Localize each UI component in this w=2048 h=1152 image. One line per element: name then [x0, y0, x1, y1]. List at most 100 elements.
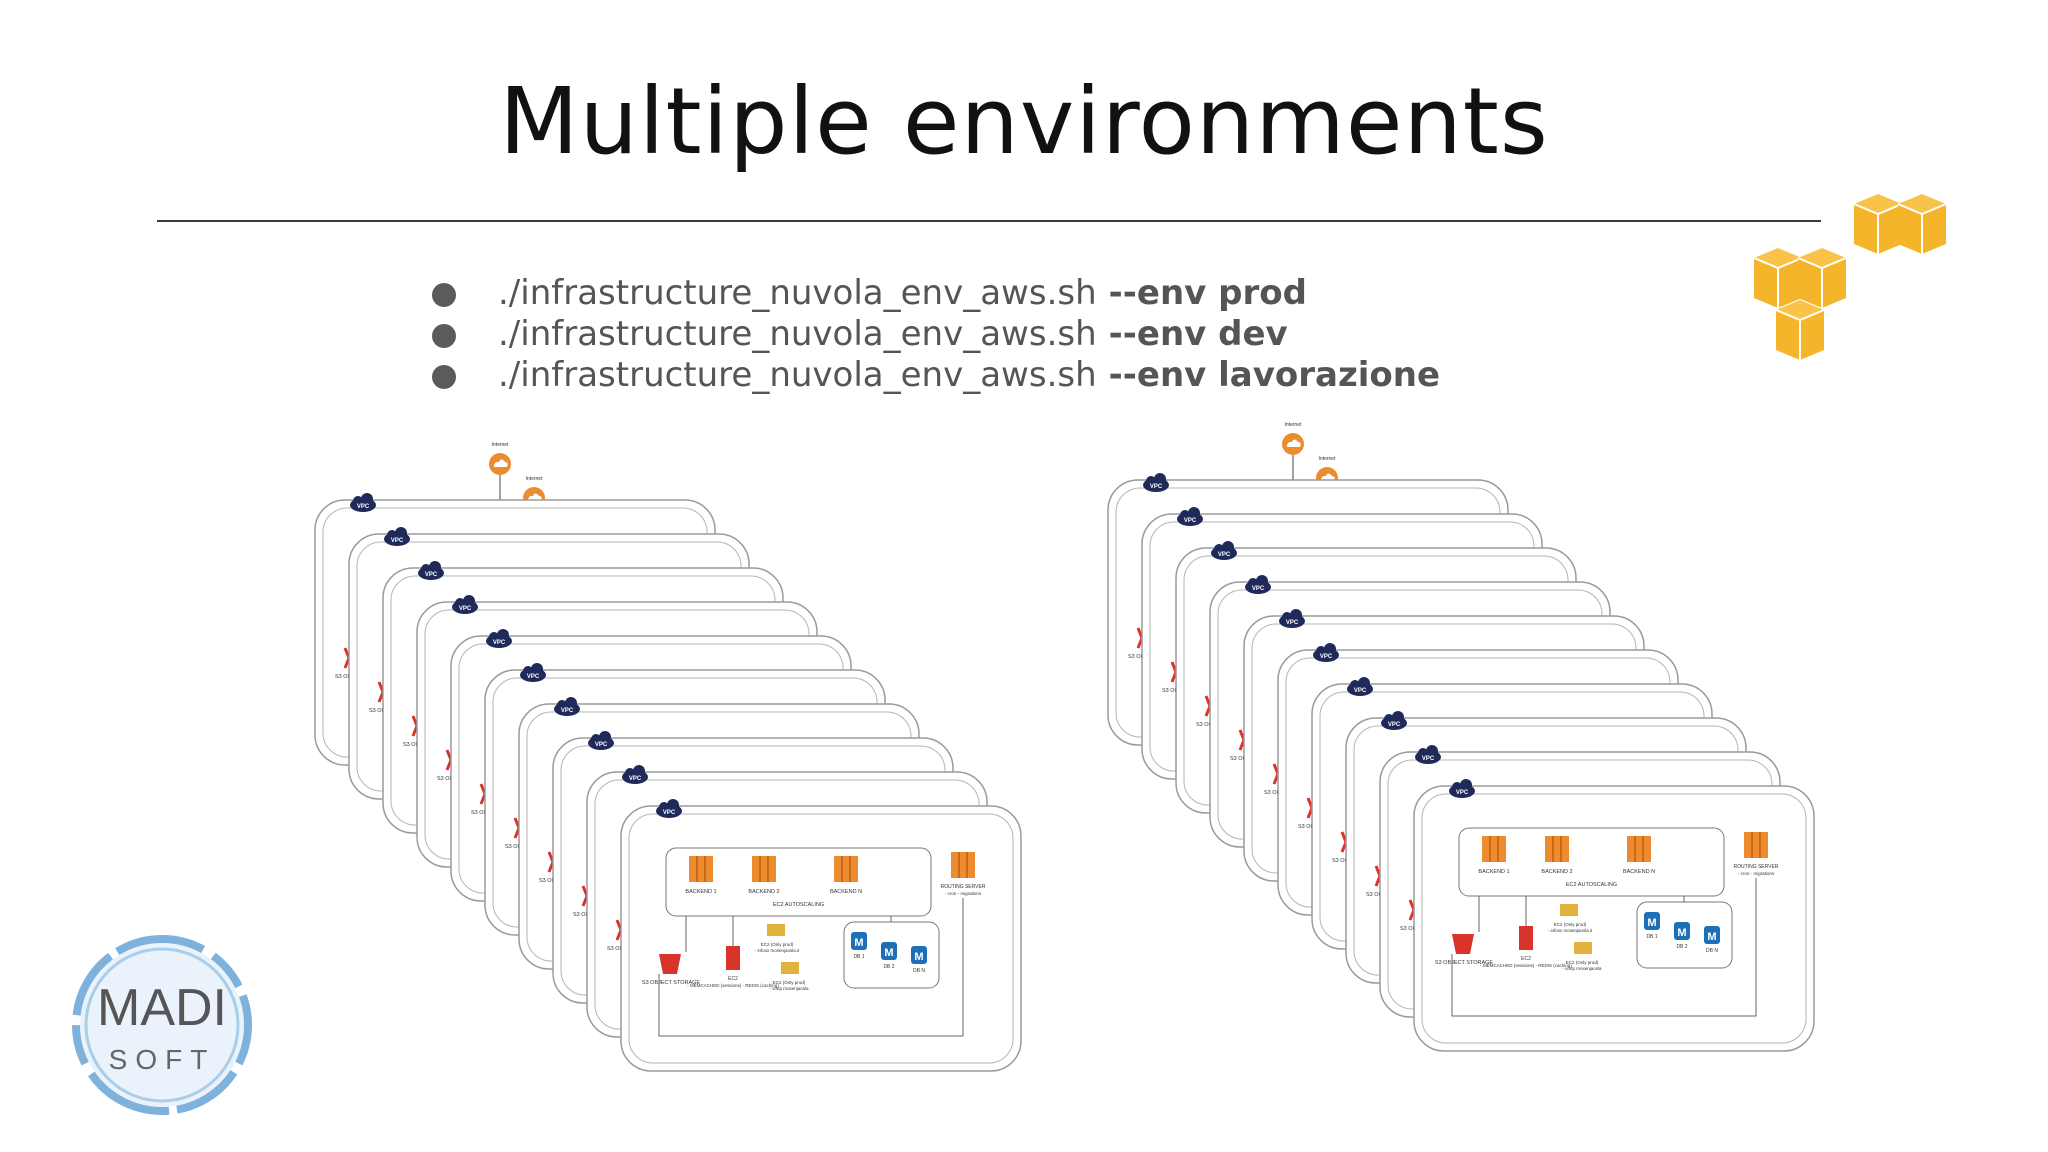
database-icon: [851, 932, 867, 950]
environment-panel: VPC BACKEND 1 BACKEND 2 BACKEND N EC2 AUTOSC…: [1413, 779, 1815, 1052]
only-prod-label: EC2 (Only prod): [1554, 922, 1587, 927]
s3-short-label: S3 OBJ: [471, 810, 490, 816]
architecture-stack-right: InternetCustom load balancerInternetCust…: [1107, 422, 1815, 1052]
s3-short-label: S3 OBJ: [1264, 790, 1283, 796]
s3-label: S3 OBJECT STORAGE: [1435, 960, 1494, 966]
s3-short-label: S3 OBJ: [1366, 892, 1385, 898]
connector-line: [658, 898, 964, 1037]
backend-label: BACKEND 2: [1541, 869, 1572, 875]
vpc-cloud-icon: VPC: [1381, 711, 1407, 730]
vpc-label: VPC: [663, 810, 676, 816]
backend-icon: [1627, 836, 1651, 862]
vpc-inner-border: [628, 813, 1014, 1064]
backend-icon: [689, 856, 713, 882]
s3-short-label: S3 OBJ: [335, 674, 354, 680]
database-icon: [1644, 912, 1660, 930]
command-text: ./infrastructure_nuvola_env_aws.sh: [498, 313, 1097, 354]
database-label: DB 2: [1676, 944, 1687, 950]
routing-sub-label: - cron - migrations: [945, 891, 982, 896]
command-text: ./infrastructure_nuvola_env_aws.sh: [498, 272, 1097, 313]
internet-label: Internet: [492, 442, 510, 448]
vpc-cloud-icon: VPC: [520, 663, 546, 682]
vpc-cloud-icon: VPC: [452, 595, 478, 614]
mail-ec2-icon: [781, 962, 799, 974]
only-prod-label: EC2 (Only prod): [1566, 960, 1599, 965]
vpc-cloud-icon: VPC: [588, 731, 614, 750]
backend-label: BACKEND 1: [1478, 869, 1509, 875]
vpc-cloud-icon: VPC: [1415, 745, 1441, 764]
vpc-label: VPC: [561, 708, 574, 714]
routing-sub-label: - cron - migrations: [1738, 871, 1775, 876]
vpc-cloud-icon: VPC: [1347, 677, 1373, 696]
database-glyph: M: [854, 937, 863, 949]
only-prod-label: EC2 (Only prod): [761, 942, 794, 947]
vpc-cloud-icon: VPC: [1279, 609, 1305, 628]
cache-ec2-icon: [726, 946, 740, 970]
vpc-label: VPC: [595, 742, 608, 748]
only-prod-sub-label: - smtp mosenjaosla: [1562, 966, 1602, 971]
internet-label: Internet: [1285, 422, 1303, 428]
vpc-cloud-icon: VPC: [1177, 507, 1203, 526]
vpc-cloud-icon: VPC: [486, 629, 512, 648]
routing-server-label: ROUTING SERVER: [1734, 864, 1779, 870]
routing-server-icon: [951, 852, 975, 878]
routing-server-icon: [1744, 832, 1768, 858]
internet-label: Internet: [1319, 456, 1337, 462]
list-item: ./infrastructure_nuvola_env_aws.sh --env…: [432, 313, 1440, 354]
backend-icon: [1482, 836, 1506, 862]
connector-line: [1451, 878, 1757, 1017]
vpc-label: VPC: [1218, 552, 1231, 558]
list-item: ./infrastructure_nuvola_env_aws.sh --env…: [432, 272, 1440, 313]
vpc-label: VPC: [459, 606, 472, 612]
aws-logo-icon: [1753, 193, 1947, 361]
s3-label: S3 OBJECT STORAGE: [642, 980, 701, 986]
s3-short-label: S3 OBJ: [1400, 926, 1419, 932]
backend-icon: [752, 856, 776, 882]
internet-icon: [489, 453, 511, 475]
vpc-cloud-icon: VPC: [622, 765, 648, 784]
s3-bucket-icon: [659, 954, 681, 974]
only-prod-sub-label: - smtp mosenjaosla: [769, 986, 809, 991]
vpc-label: VPC: [1286, 620, 1299, 626]
backend-label: BACKEND 2: [748, 889, 779, 895]
s3-short-label: S3 OBJ: [1298, 824, 1317, 830]
vpc-cloud-icon: VPC: [1449, 779, 1475, 798]
mail-ec2-icon: [767, 924, 785, 936]
vpc-cloud-icon: VPC: [656, 799, 682, 818]
database-label: DB N: [1706, 948, 1718, 954]
madi-text: MADI: [97, 979, 227, 1037]
only-prod-sub-label: - infoxx mosenjaosla.it: [755, 948, 800, 953]
madisoft-logo-icon: MADI SOFT: [72, 935, 252, 1115]
mail-ec2-icon: [1574, 942, 1592, 954]
cache-ec2-label: EC2: [728, 976, 738, 982]
database-icon: [911, 946, 927, 964]
database-label: DB 1: [853, 954, 864, 960]
backend-icon: [834, 856, 858, 882]
s3-short-label: S3 OBJ: [437, 776, 456, 782]
vpc-cloud-icon: VPC: [1245, 575, 1271, 594]
vpc-panel: [620, 805, 1022, 1072]
s3-short-label: S3 OBJ: [1128, 654, 1147, 660]
vpc-label: VPC: [527, 674, 540, 680]
slide-title: Multiple environments: [499, 68, 1549, 175]
backend-label: BACKEND N: [1623, 869, 1655, 875]
vpc-cloud-icon: VPC: [1313, 643, 1339, 662]
s3-short-label: S3 OBJ: [403, 742, 422, 748]
vpc-label: VPC: [629, 776, 642, 782]
routing-server-label: ROUTING SERVER: [941, 884, 986, 890]
database-glyph: M: [884, 947, 893, 959]
backend-label: BACKEND 1: [685, 889, 716, 895]
vpc-label: VPC: [391, 538, 404, 544]
only-prod-label: EC2 (Only prod): [773, 980, 806, 985]
s3-short-label: S3 OBJ: [1196, 722, 1215, 728]
vpc-label: VPC: [1252, 586, 1265, 592]
autoscaling-group: [665, 847, 932, 917]
vpc-label: VPC: [1354, 688, 1367, 694]
database-icon: [881, 942, 897, 960]
autoscaling-group: [1458, 827, 1725, 897]
only-prod-sub-label: - infoxx mosenjaosla.it: [1548, 928, 1593, 933]
vpc-label: VPC: [1184, 518, 1197, 524]
autoscaling-label: EC2 AUTOSCALING: [1566, 882, 1617, 888]
vpc-cloud-icon: VPC: [554, 697, 580, 716]
